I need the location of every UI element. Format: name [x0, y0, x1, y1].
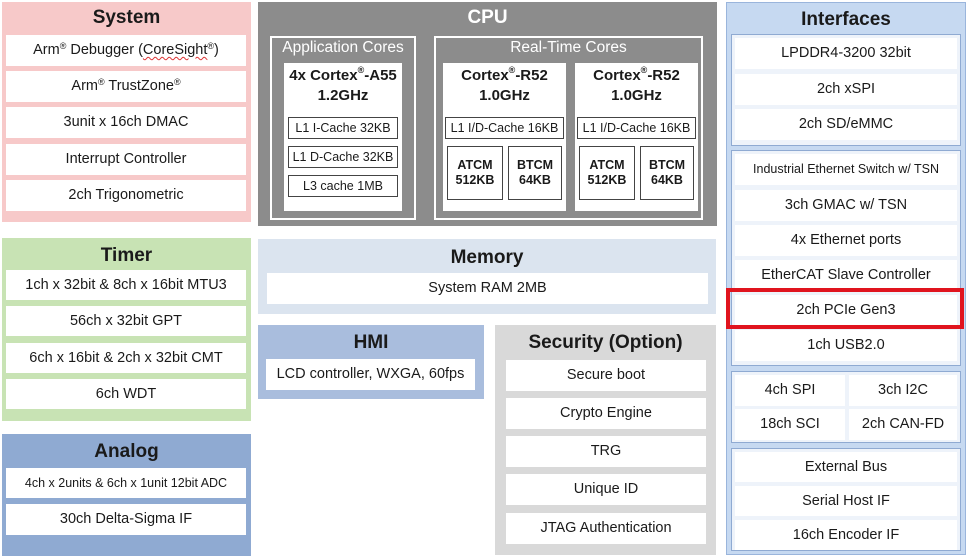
- r52-atcm: ATCM 512KB: [447, 146, 503, 200]
- analog-item-delta-sigma: 30ch Delta-Sigma IF: [6, 504, 246, 535]
- r52-l1-cache: L1 I/D-Cache 16KB: [445, 117, 564, 139]
- interface-item: 2ch SD/eMMC: [735, 109, 957, 140]
- interface-item: 2ch CAN-FD: [849, 409, 957, 440]
- system-item-interrupt: Interrupt Controller: [6, 144, 246, 175]
- system-item-debugger: Arm® Debugger (CoreSight®): [6, 35, 246, 66]
- security-item: Crypto Engine: [506, 398, 706, 429]
- interface-item-pcie: 2ch PCIe Gen3: [735, 295, 957, 326]
- r52-core-name: Cortex®-R52 1.0GHz: [593, 65, 680, 104]
- interface-item: External Bus: [735, 452, 957, 482]
- interfaces-group-serial: 4ch SPI 3ch I2C 18ch SCI 2ch CAN-FD: [731, 371, 961, 443]
- cpu-panel: CPU Application Cores 4x Cortex®-A55 1.2…: [258, 2, 717, 226]
- hmi-title: HMI: [353, 332, 389, 353]
- interface-item: 18ch SCI: [735, 409, 845, 440]
- pcie-highlight-frame: [726, 288, 964, 329]
- security-item: Secure boot: [506, 360, 706, 391]
- timer-item: 6ch WDT: [6, 379, 246, 409]
- interface-item: 2ch xSPI: [735, 74, 957, 105]
- r52-core-box: Cortex®-R52 1.0GHz L1 I/D-Cache 16KB ATC…: [575, 63, 698, 211]
- timer-title: Timer: [100, 245, 153, 266]
- interface-item: Industrial Ethernet Switch w/ TSN: [735, 154, 957, 185]
- a55-core-freq: 1.2GHz: [317, 86, 369, 104]
- interface-item: 16ch Encoder IF: [735, 520, 957, 550]
- r52-btcm: BTCM 64KB: [640, 146, 694, 200]
- r52-core-freq: 1.0GHz: [479, 86, 530, 104]
- memory-item-ram: System RAM 2MB: [267, 273, 708, 304]
- a55-core-name: 4x Cortex®-A55 1.2GHz: [289, 65, 397, 104]
- interface-item: 4ch SPI: [735, 375, 845, 406]
- interface-item: 1ch USB2.0: [735, 330, 957, 361]
- r52-core-box: Cortex®-R52 1.0GHz L1 I/D-Cache 16KB ATC…: [443, 63, 566, 211]
- security-title: Security (Option): [528, 332, 683, 353]
- interface-item: 4x Ethernet ports: [735, 225, 957, 256]
- r52-atcm: ATCM 512KB: [579, 146, 635, 200]
- system-item-dmac: 3unit x 16ch DMAC: [6, 107, 246, 138]
- a55-l1d-cache: L1 D-Cache 32KB: [288, 146, 398, 168]
- r52-btcm: BTCM 64KB: [508, 146, 562, 200]
- interface-item: 3ch GMAC w/ TSN: [735, 190, 957, 221]
- cpu-title: CPU: [467, 7, 508, 28]
- system-item-trig: 2ch Trigonometric: [6, 180, 246, 211]
- hmi-panel: HMI LCD controller, WXGA, 60fps: [258, 325, 484, 399]
- rt-cores-title: Real-Time Cores: [510, 39, 627, 56]
- interfaces-group-memory: LPDDR4-3200 32bit 2ch xSPI 2ch SD/eMMC: [731, 34, 961, 146]
- security-item: TRG: [506, 436, 706, 467]
- system-title: System: [92, 7, 161, 28]
- app-cores-group: Application Cores 4x Cortex®-A55 1.2GHz …: [270, 36, 416, 220]
- hmi-item-lcd: LCD controller, WXGA, 60fps: [266, 359, 475, 390]
- system-item-trustzone: Arm® TrustZone®: [6, 71, 246, 102]
- memory-panel: Memory System RAM 2MB: [258, 239, 716, 314]
- a55-core-box: 4x Cortex®-A55 1.2GHz L1 I-Cache 32KB L1…: [284, 63, 402, 211]
- rt-cores-group: Real-Time Cores Cortex®-R52 1.0GHz L1 I/…: [434, 36, 703, 220]
- interfaces-panel: Interfaces LPDDR4-3200 32bit 2ch xSPI 2c…: [726, 2, 966, 555]
- analog-title: Analog: [94, 441, 159, 462]
- security-panel: Security (Option) Secure boot Crypto Eng…: [495, 325, 716, 555]
- interfaces-title: Interfaces: [801, 9, 891, 30]
- timer-panel: Timer 1ch x 32bit & 8ch x 16bit MTU3 56c…: [2, 238, 251, 421]
- interface-item: 3ch I2C: [849, 375, 957, 406]
- app-cores-title: Application Cores: [282, 39, 404, 56]
- timer-item: 1ch x 32bit & 8ch x 16bit MTU3: [6, 270, 246, 300]
- timer-item: 6ch x 16bit & 2ch x 32bit CMT: [6, 343, 246, 373]
- interface-item: LPDDR4-3200 32bit: [735, 38, 957, 69]
- a55-l1i-cache: L1 I-Cache 32KB: [288, 117, 398, 139]
- memory-title: Memory: [450, 247, 524, 268]
- interface-item: EtherCAT Slave Controller: [735, 260, 957, 291]
- a55-l3-cache: L3 cache 1MB: [288, 175, 398, 197]
- interfaces-group-host: External Bus Serial Host IF 16ch Encoder…: [731, 448, 961, 551]
- timer-item: 56ch x 32bit GPT: [6, 306, 246, 336]
- r52-core-freq: 1.0GHz: [611, 86, 662, 104]
- interface-item: Serial Host IF: [735, 486, 957, 516]
- security-item: Unique ID: [506, 474, 706, 505]
- r52-l1-cache: L1 I/D-Cache 16KB: [577, 117, 696, 139]
- r52-core-name: Cortex®-R52 1.0GHz: [461, 65, 548, 104]
- system-panel: System Arm® Debugger (CoreSight®) Arm® T…: [2, 2, 251, 222]
- security-item: JTAG Authentication: [506, 513, 706, 544]
- analog-item-adc: 4ch x 2units & 6ch x 1unit 12bit ADC: [6, 468, 246, 498]
- analog-panel: Analog 4ch x 2units & 6ch x 1unit 12bit …: [2, 434, 251, 556]
- interfaces-group-network: Industrial Ethernet Switch w/ TSN 3ch GM…: [731, 150, 961, 366]
